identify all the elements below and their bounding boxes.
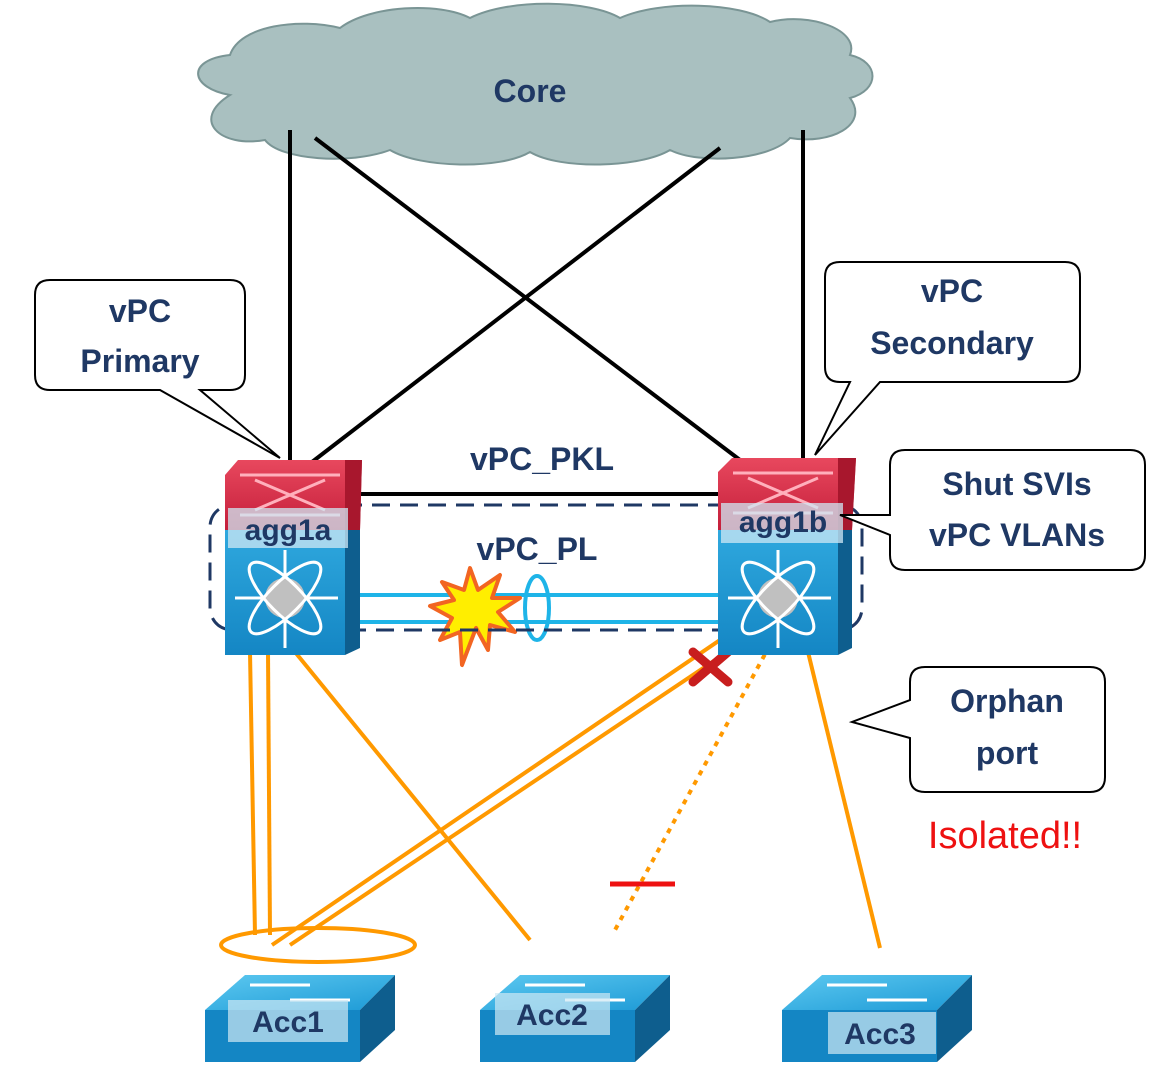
vpc-domain-box xyxy=(208,503,864,632)
link-agg1b-acc3-orphan xyxy=(806,651,882,949)
switch-acc1: Acc1 xyxy=(205,975,395,1062)
callout-shut-line2: vPC VLANs xyxy=(929,517,1105,553)
link-agg1a-acc1-b xyxy=(266,651,272,936)
acc3-label: Acc3 xyxy=(844,1018,916,1051)
callout-orphan-port: Orphan port xyxy=(848,666,1106,793)
core-link-agg1b-cross xyxy=(313,136,742,462)
vpc-peer-link xyxy=(345,593,725,624)
vpc-pkl-label: vPC_PKL xyxy=(470,441,614,477)
port-channel-ellipse-acc1 xyxy=(219,926,417,964)
callout-primary-line2: Primary xyxy=(80,343,199,379)
switch-agg1b: agg1b xyxy=(718,458,856,655)
switch-agg1a: agg1a xyxy=(225,460,362,655)
callout-secondary-line1: vPC xyxy=(921,273,983,309)
link-agg1a-acc2 xyxy=(293,650,532,942)
vpc-pl-label: vPC_PL xyxy=(477,531,598,567)
link-agg1b-acc1-b xyxy=(288,628,762,947)
callout-secondary-line2: Secondary xyxy=(870,325,1034,361)
link-down-x-icon xyxy=(688,647,733,687)
callout-shut-svis: Shut SVIs vPC VLANs xyxy=(839,449,1146,571)
callout-primary-line1: vPC xyxy=(109,293,171,329)
callout-vpc-secondary: vPC Secondary xyxy=(814,261,1081,456)
core-label: Core xyxy=(494,73,567,109)
port-channel-ellipse-pl xyxy=(523,574,551,642)
switch-acc3: Acc3 xyxy=(782,975,972,1062)
link-agg1b-acc1-a xyxy=(270,623,744,947)
callout-orphan-line1: Orphan xyxy=(950,683,1064,719)
link-agg1a-acc1-a xyxy=(248,651,257,936)
core-link-agg1a-cross xyxy=(310,146,722,464)
explosion-icon xyxy=(428,566,522,667)
link-agg1b-acc2-blocked xyxy=(613,644,772,931)
callout-vpc-primary: vPC Primary xyxy=(34,279,281,459)
callout-orphan-line2: port xyxy=(976,735,1039,771)
agg1a-label: agg1a xyxy=(245,514,332,547)
acc1-label: Acc1 xyxy=(252,1006,324,1039)
acc2-label: Acc2 xyxy=(516,999,588,1032)
switch-acc2: Acc2 xyxy=(480,975,670,1062)
isolated-label: Isolated!! xyxy=(928,815,1082,857)
callout-shut-line1: Shut SVIs xyxy=(942,466,1091,502)
agg1b-label: agg1b xyxy=(739,506,827,539)
access-links xyxy=(248,623,882,949)
core-cloud: Core xyxy=(197,2,874,166)
core-links xyxy=(288,130,805,464)
